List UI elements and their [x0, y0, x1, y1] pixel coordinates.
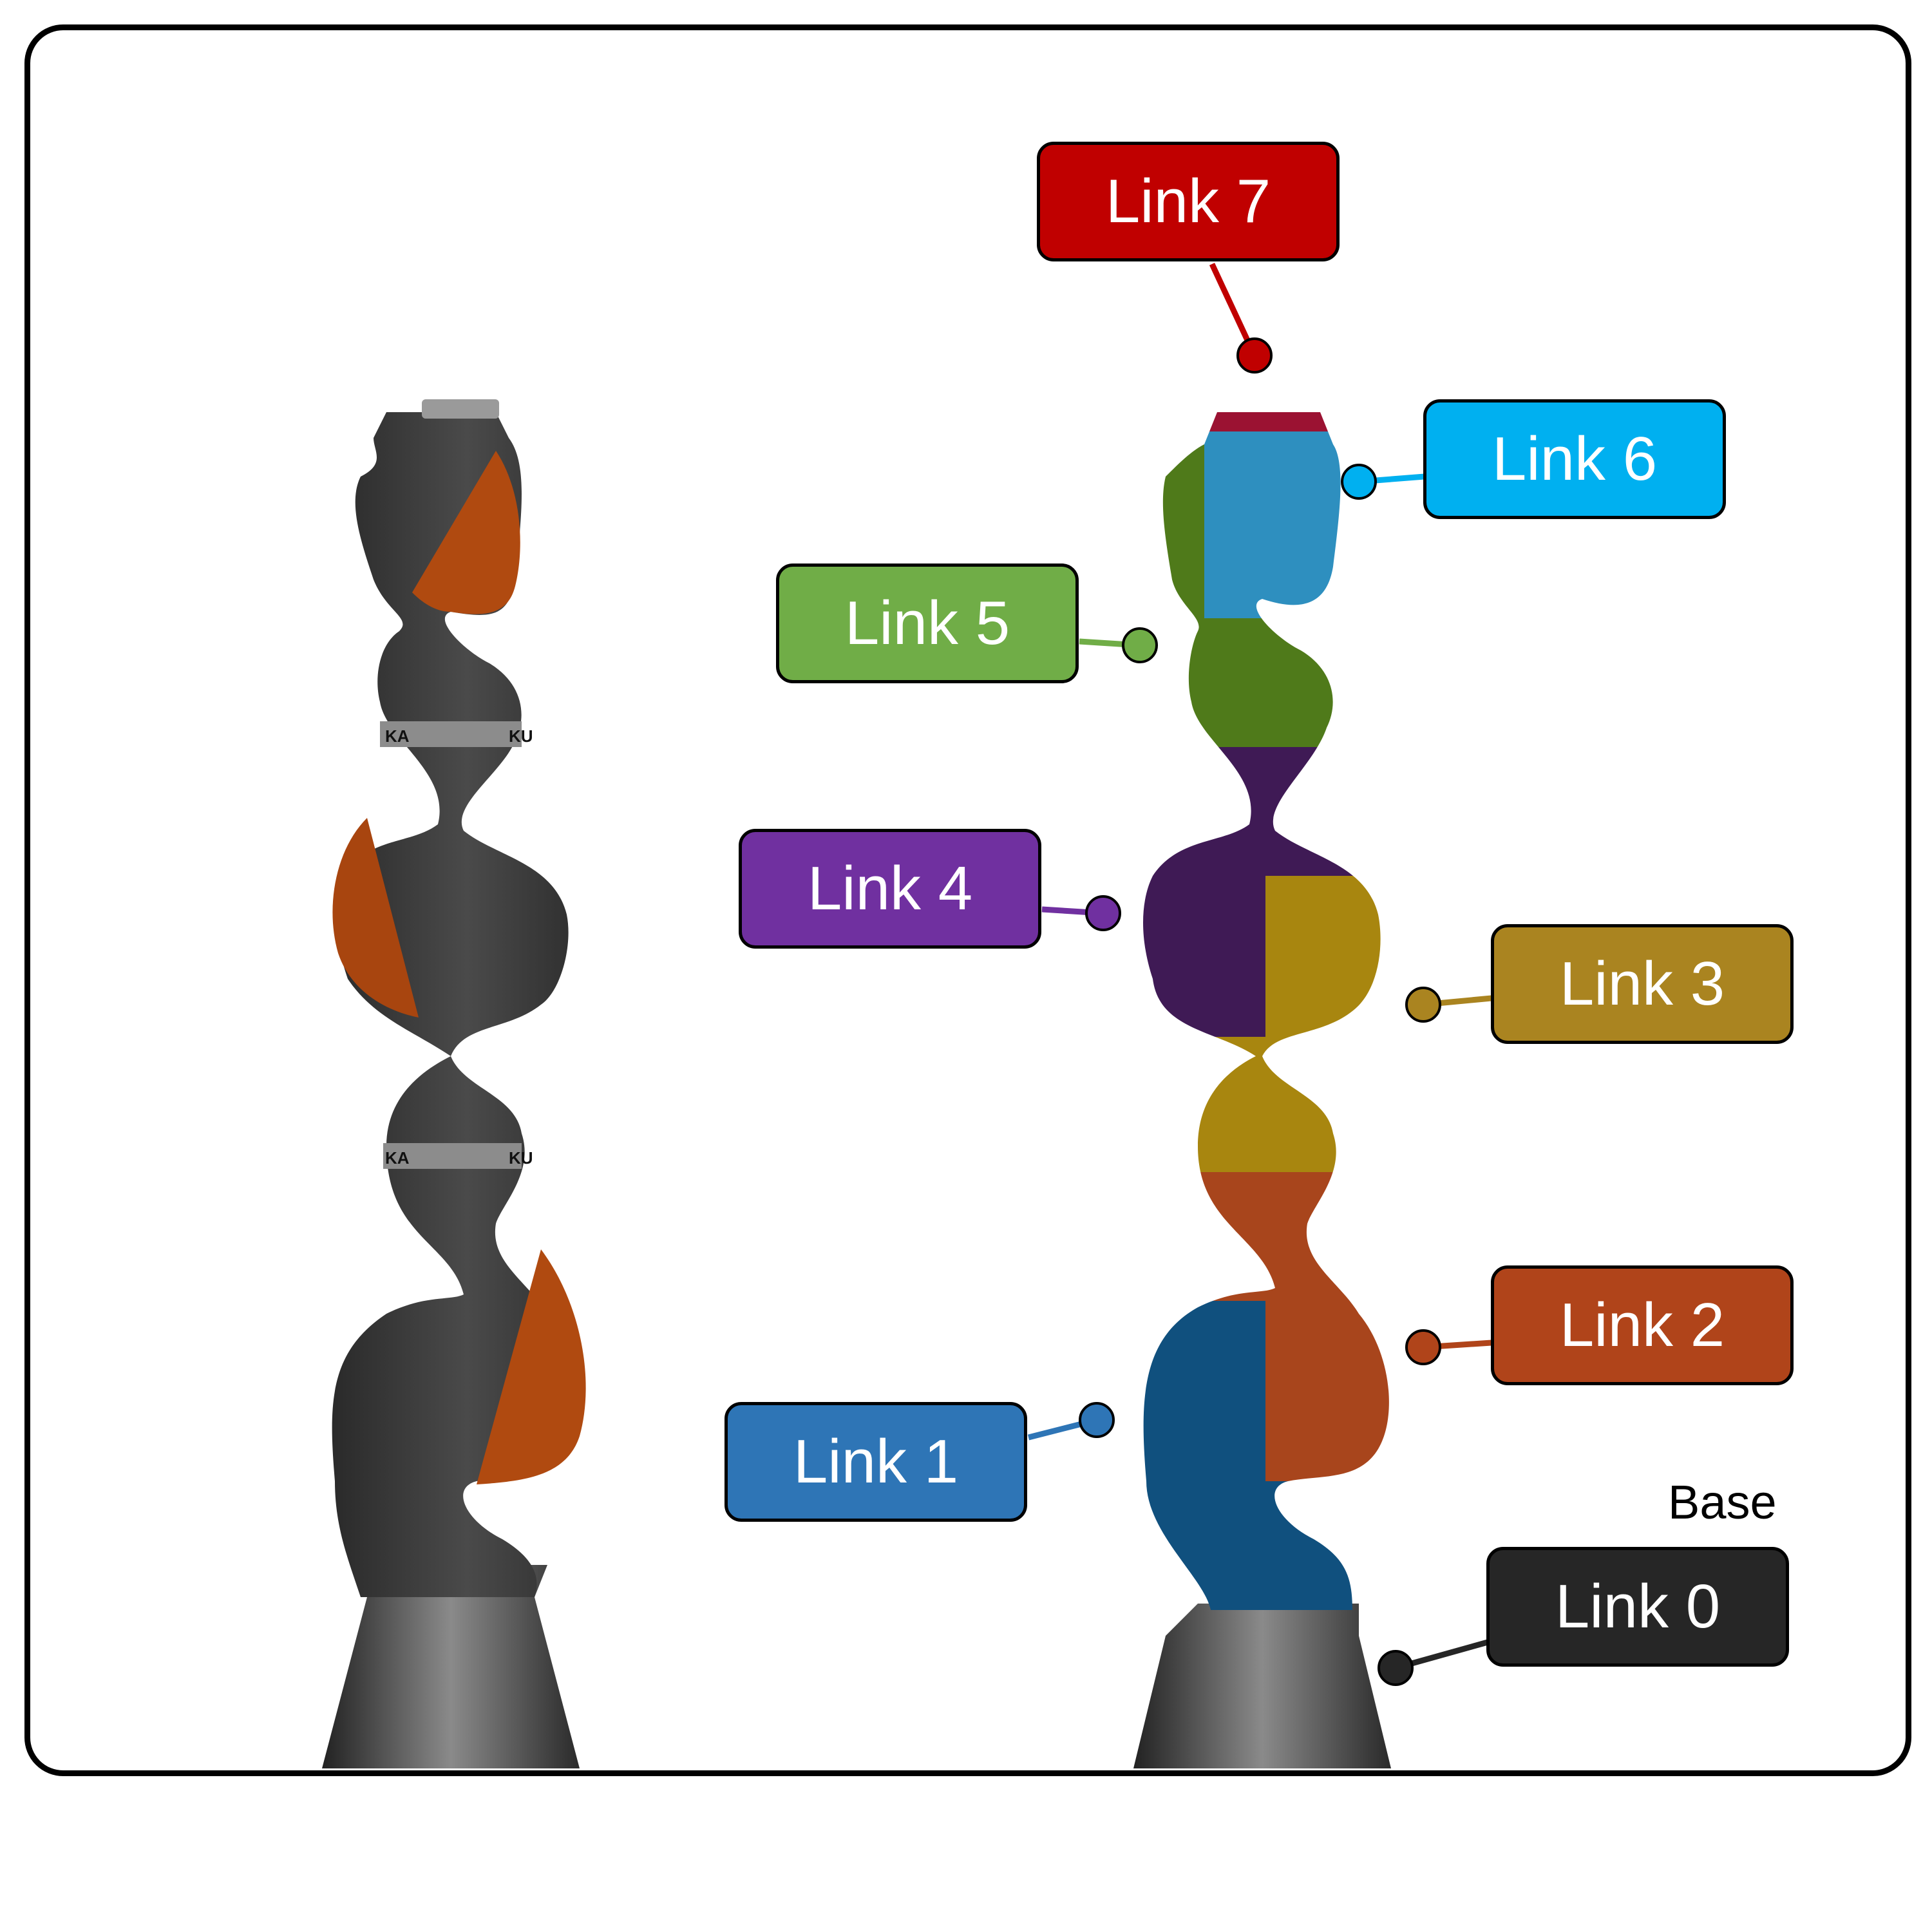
segment-link2 [1143, 1172, 1389, 1301]
label-link5-text: Link 5 [844, 589, 1010, 658]
robot-uncolored-band-lower-text-right: KU [509, 1148, 533, 1168]
robot-uncolored-accent-mid [332, 818, 419, 1018]
segment-link1 [1143, 1301, 1265, 1481]
label-link5: Link 5 [776, 564, 1079, 683]
label-link3-text: Link 3 [1559, 949, 1725, 1018]
leader-dot-link3 [1405, 987, 1441, 1023]
leader-lines [1027, 263, 1492, 1686]
label-link7-text: Link 7 [1105, 167, 1271, 236]
segment-link2-lower [1265, 1301, 1389, 1481]
label-link0-text: Link 0 [1555, 1572, 1721, 1641]
robot-uncolored-band-upper-text-right: KU [509, 726, 533, 746]
label-link4: Link 4 [739, 829, 1041, 949]
base-label: Base [1668, 1475, 1777, 1529]
leader-dot-link4 [1085, 895, 1121, 931]
robot-uncolored-accent-top [412, 451, 520, 614]
robot-uncolored-band-lower-text-left: KA [385, 1148, 410, 1168]
leader-dot-link2 [1405, 1329, 1441, 1365]
robot-uncolored: KA KU KA KU [322, 399, 586, 1768]
segment-link4-lower [1143, 876, 1265, 1037]
leader-dot-link0 [1378, 1650, 1414, 1686]
segment-link0 [1133, 1604, 1391, 1768]
robot-uncolored-band-upper [380, 721, 522, 747]
leader-dot-link5 [1122, 627, 1158, 663]
label-link1-text: Link 1 [793, 1427, 959, 1496]
label-link2-text: Link 2 [1559, 1291, 1725, 1359]
robot-uncolored-flange [422, 399, 499, 419]
robot-segmented [1133, 412, 1391, 1768]
label-link3: Link 3 [1491, 924, 1794, 1044]
leader-dot-link1 [1079, 1402, 1115, 1438]
segment-link7 [1159, 412, 1389, 431]
leader-dot-link6 [1341, 464, 1377, 500]
robot-uncolored-base [322, 1565, 580, 1768]
robot-uncolored-body [332, 412, 578, 1597]
robot-uncolored-band-lower [383, 1143, 522, 1169]
label-link2: Link 2 [1491, 1265, 1794, 1385]
label-link7: Link 7 [1037, 142, 1340, 261]
robot-uncolored-accent-low [477, 1249, 586, 1484]
segment-link6 [1198, 431, 1389, 618]
label-link0: Link 0 [1486, 1547, 1789, 1667]
label-link1: Link 1 [724, 1402, 1027, 1522]
segment-link1-lower [1143, 1481, 1389, 1610]
segment-link4 [1143, 747, 1389, 876]
label-link4-text: Link 4 [807, 854, 973, 923]
segment-link3 [1143, 1037, 1389, 1172]
label-link6: Link 6 [1423, 399, 1726, 519]
robot-uncolored-band-upper-text-left: KA [385, 726, 410, 746]
label-link6-text: Link 6 [1492, 424, 1658, 493]
leader-dot-link7 [1236, 337, 1273, 374]
